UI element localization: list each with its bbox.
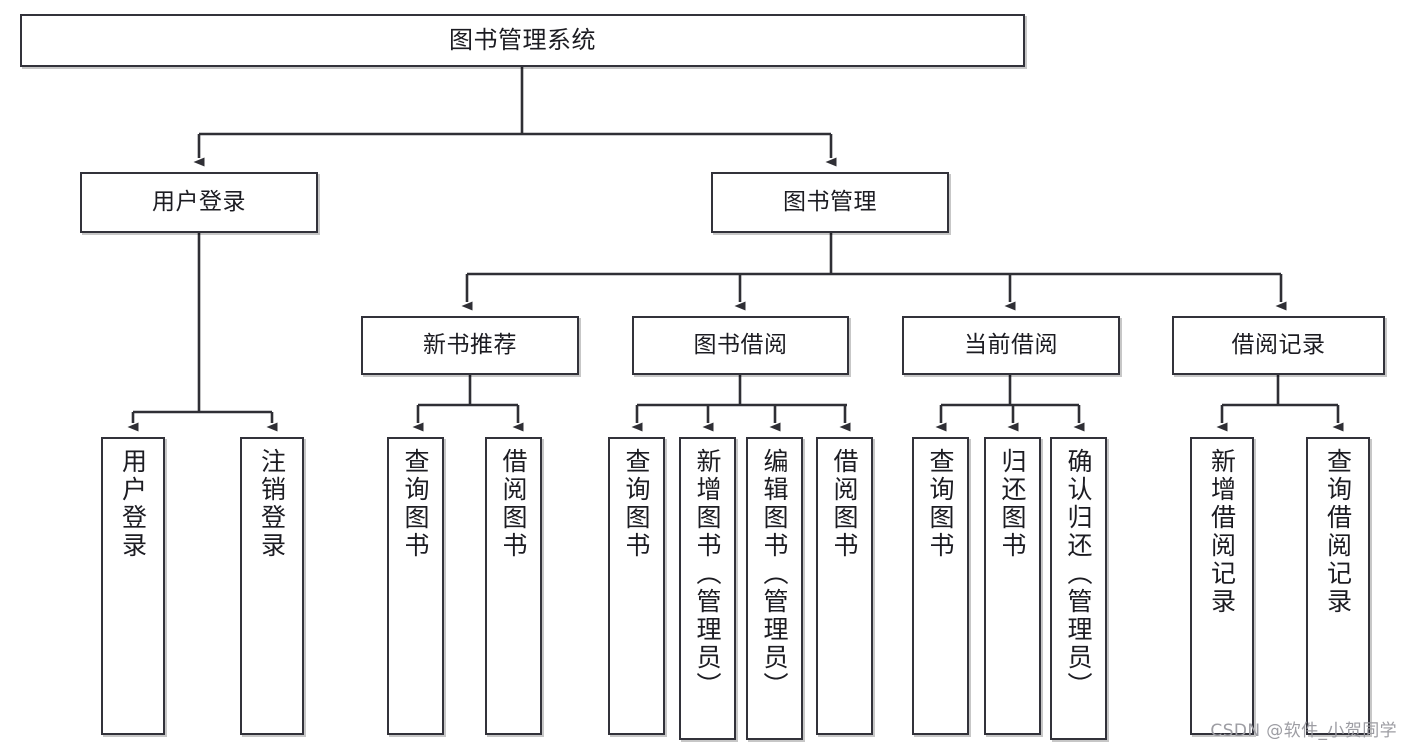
node-label: 图书借阅	[693, 331, 788, 358]
node-leaf-borrow-book-2[interactable]: 借阅图书	[816, 437, 873, 735]
node-label: 查询图书	[401, 448, 430, 560]
node-current-borrow[interactable]: 当前借阅	[902, 316, 1120, 375]
node-label: 新增借阅记录	[1207, 448, 1237, 616]
node-label: 归还图书	[998, 448, 1027, 560]
node-label: 查询图书	[622, 448, 651, 560]
node-label: 新增图书（管理员）	[693, 448, 722, 700]
node-label: 图书管理系统	[449, 26, 596, 55]
node-leaf-query-borrow-record[interactable]: 查询借阅记录	[1306, 437, 1370, 735]
node-leaf-user-login[interactable]: 用户登录	[101, 437, 165, 735]
node-leaf-borrow-book-1[interactable]: 借阅图书	[485, 437, 542, 735]
node-label: 借阅图书	[830, 448, 859, 560]
node-leaf-query-book-3[interactable]: 查询图书	[912, 437, 969, 735]
csdn-watermark: CSDN @软件_小贺同学	[1210, 721, 1397, 741]
node-label: 新书推荐	[423, 331, 517, 358]
node-borrow-record[interactable]: 借阅记录	[1172, 316, 1385, 375]
node-leaf-return-book[interactable]: 归还图书	[984, 437, 1041, 735]
node-label: 图书管理	[783, 188, 877, 215]
node-user-login[interactable]: 用户登录	[80, 172, 318, 233]
node-root-system[interactable]: 图书管理系统	[20, 14, 1025, 67]
node-label: 编辑图书（管理员）	[760, 448, 789, 700]
node-label: 用户登录	[152, 188, 246, 215]
node-leaf-add-borrow-record[interactable]: 新增借阅记录	[1190, 437, 1254, 735]
node-leaf-confirm-return-admin[interactable]: 确认归还（管理员）	[1050, 437, 1107, 740]
node-leaf-add-book-admin[interactable]: 新增图书（管理员）	[679, 437, 736, 740]
node-label: 注销登录	[257, 448, 287, 560]
node-label: 查询图书	[926, 448, 955, 560]
node-label: 查询借阅记录	[1323, 448, 1353, 616]
node-book-borrow[interactable]: 图书借阅	[632, 316, 849, 375]
node-new-book-recommend[interactable]: 新书推荐	[361, 316, 579, 375]
node-leaf-query-book-1[interactable]: 查询图书	[387, 437, 444, 735]
node-label: 确认归还（管理员）	[1064, 448, 1093, 700]
node-leaf-query-book-2[interactable]: 查询图书	[608, 437, 665, 735]
node-label: 用户登录	[118, 448, 148, 560]
node-label: 借阅记录	[1231, 331, 1326, 358]
node-label: 当前借阅	[964, 331, 1058, 358]
node-book-manage[interactable]: 图书管理	[711, 172, 949, 233]
node-leaf-logout-login[interactable]: 注销登录	[240, 437, 304, 735]
node-label: 借阅图书	[499, 448, 528, 560]
node-leaf-edit-book-admin[interactable]: 编辑图书（管理员）	[746, 437, 803, 740]
